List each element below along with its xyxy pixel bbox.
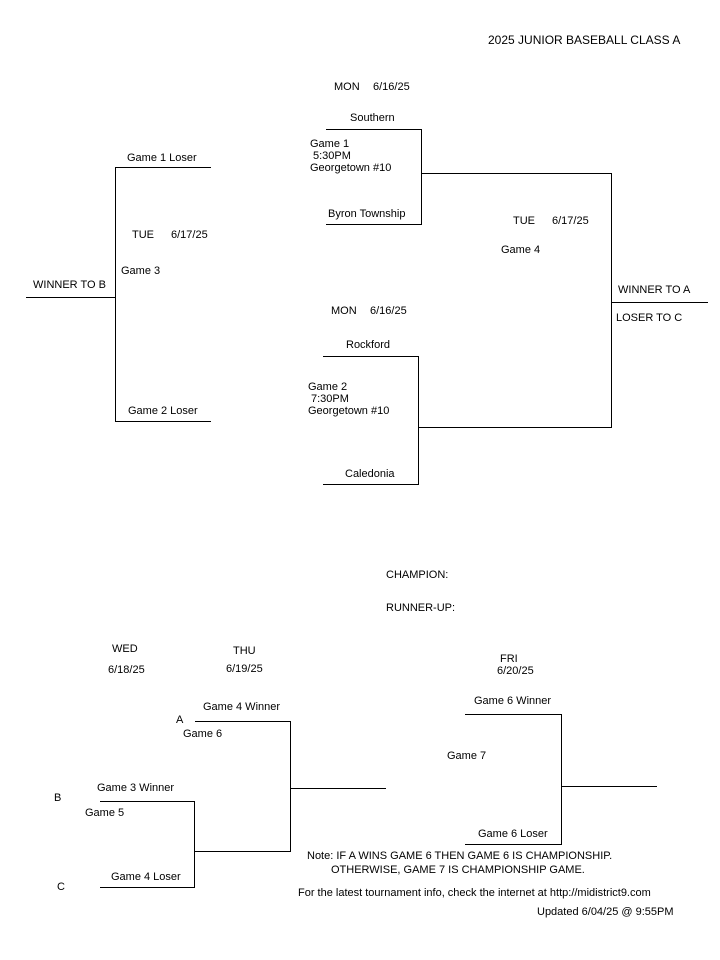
game5-top-line — [100, 801, 195, 802]
game5-bottom-line — [100, 887, 195, 888]
thu-day: THU — [233, 645, 256, 657]
fri-date: 6/20/25 — [497, 665, 534, 677]
champion-label: CHAMPION: — [386, 569, 449, 581]
game7-bracket-vertical — [561, 714, 562, 845]
thu-date: 6/19/25 — [226, 663, 263, 675]
game1-bracket-vertical — [421, 129, 422, 225]
slot-b-label: B — [54, 792, 62, 804]
game1-label: Game 1 — [310, 138, 350, 150]
game2-output-line — [418, 427, 612, 428]
game5-label: Game 5 — [85, 807, 125, 819]
info-line: For the latest tournament info, check th… — [298, 887, 651, 899]
wed-date: 6/18/25 — [108, 664, 145, 676]
game3-bottom-line — [115, 421, 211, 422]
game2-bottom-line — [323, 484, 419, 485]
game2-team-bottom: Caledonia — [345, 468, 395, 480]
game5-bracket-vertical — [194, 801, 195, 888]
game1-time: 5:30PM — [313, 150, 351, 162]
game6-label: Game 6 — [183, 728, 223, 740]
game2-team-top: Rockford — [346, 339, 391, 351]
game4-winner-label: WINNER TO A — [618, 284, 691, 296]
game1-site: Georgetown #10 — [310, 162, 392, 174]
note-line-1: Note: IF A WINS GAME 6 THEN GAME 6 IS CH… — [307, 850, 613, 862]
page-title: 2025 JUNIOR BASEBALL CLASS A — [488, 33, 681, 47]
game3-bracket-vertical — [115, 167, 116, 422]
game2-day: MON — [331, 305, 357, 317]
game7-top-slot: Game 6 Winner — [474, 695, 552, 707]
game1-output-line — [421, 173, 612, 174]
game6-bracket-vertical — [290, 721, 291, 852]
game4-output-line — [611, 302, 708, 303]
game5-output-line — [194, 851, 291, 852]
wed-day: WED — [112, 643, 138, 655]
game6-top-line — [195, 721, 291, 722]
game4-day: TUE — [513, 215, 535, 227]
game7-output-line — [561, 786, 657, 787]
game6-top-slot: Game 4 Winner — [203, 701, 281, 713]
game7-bottom-line — [465, 844, 562, 845]
game2-bracket-vertical — [418, 356, 419, 485]
game2-site: Georgetown #10 — [308, 405, 390, 417]
game4-label: Game 4 — [501, 244, 541, 256]
game4-loser-label: LOSER TO C — [616, 312, 683, 324]
game6-output-line — [290, 788, 386, 789]
fri-day: FRI — [500, 653, 518, 665]
game1-bottom-line — [326, 224, 422, 225]
game5-bottom-slot: Game 4 Loser — [111, 871, 181, 883]
game3-winner-label: WINNER TO B — [33, 279, 106, 291]
updated-timestamp: Updated 6/04/25 @ 9:55PM — [537, 906, 674, 918]
game1-date: 6/16/25 — [373, 81, 410, 93]
game3-top-slot: Game 1 Loser — [127, 152, 197, 164]
slot-c-label: C — [57, 881, 65, 893]
game2-top-line — [323, 356, 419, 357]
game1-team-top: Southern — [350, 112, 395, 124]
game3-top-line — [115, 167, 211, 168]
game1-top-line — [326, 129, 422, 130]
game1-team-bottom: Byron Township — [328, 208, 406, 220]
game3-day: TUE — [132, 229, 154, 241]
game7-top-line — [465, 714, 562, 715]
game2-date: 6/16/25 — [370, 305, 407, 317]
game3-bottom-slot: Game 2 Loser — [128, 405, 198, 417]
game1-day: MON — [334, 81, 360, 93]
game2-label: Game 2 — [308, 381, 348, 393]
note-line-2: OTHERWISE, GAME 7 IS CHAMPIONSHIP GAME. — [331, 864, 585, 876]
runnerup-label: RUNNER-UP: — [386, 602, 456, 614]
game3-output-line — [26, 297, 116, 298]
game7-label: Game 7 — [447, 750, 487, 762]
game4-date: 6/17/25 — [552, 215, 589, 227]
game4-bracket-vertical — [611, 173, 612, 428]
game5-top-slot: Game 3 Winner — [97, 782, 175, 794]
game2-time: 7:30PM — [311, 393, 349, 405]
slot-a-label: A — [176, 714, 184, 726]
game3-label: Game 3 — [121, 265, 161, 277]
game7-bottom-slot: Game 6 Loser — [478, 828, 548, 840]
game3-date: 6/17/25 — [171, 229, 208, 241]
